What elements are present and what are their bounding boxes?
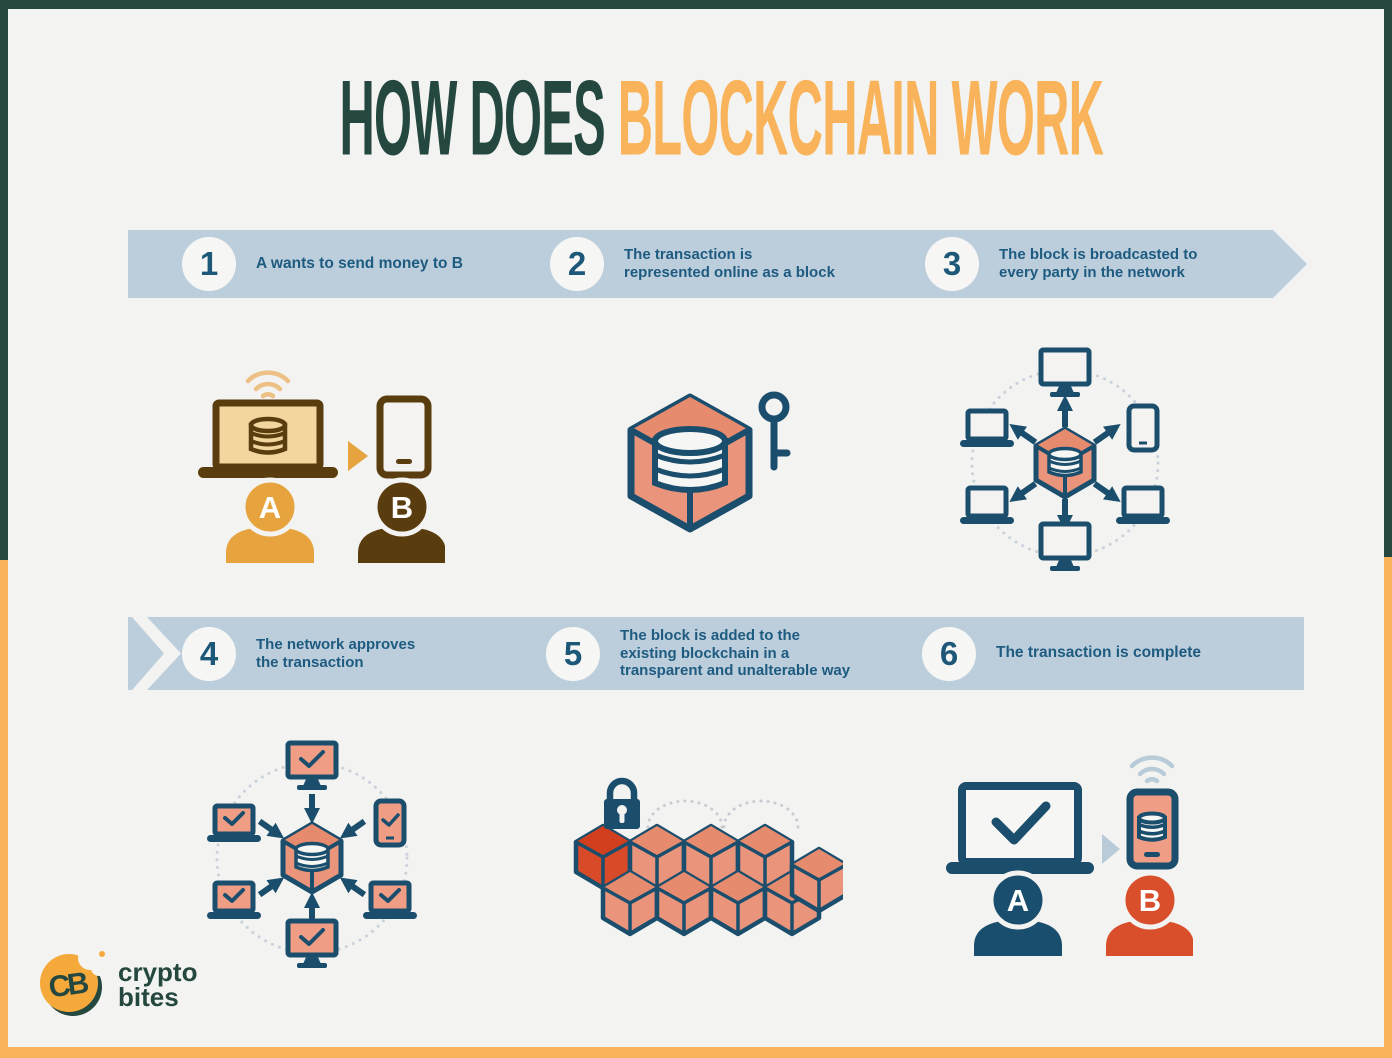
person-b-icon: B (1106, 870, 1193, 956)
frame-bottom-bar (0, 1047, 1392, 1058)
step-6-number: 6 (922, 626, 976, 681)
laptop-check-icon (207, 806, 261, 842)
step-6-banner: 6 The transaction is complete (882, 617, 1304, 690)
block-cube-icon (627, 393, 753, 533)
monitor-check-icon (288, 743, 336, 790)
step-1-number: 1 (182, 237, 236, 291)
laptop-check-icon (946, 782, 1094, 874)
wifi-icon (1129, 755, 1175, 784)
logo-name-line1: crypto (118, 957, 198, 988)
step-2-number: 2 (550, 237, 604, 291)
laptop-icon (960, 488, 1014, 524)
wifi-icon (245, 370, 291, 399)
person-a-label: A (1007, 883, 1029, 918)
steps-row-1: 1 A wants to send money to B 2 The trans… (128, 230, 1264, 298)
monitor-icon (1041, 350, 1089, 397)
step-1-banner: 1 A wants to send money to B (128, 230, 574, 298)
logo-name: crypto bites (118, 957, 198, 1012)
send-arrow-icon (348, 441, 368, 471)
step-5-illustration (558, 765, 843, 965)
frame-top-bar (0, 0, 1392, 9)
steps-row-2: 4 The network approves the transaction 5… (128, 617, 1304, 690)
person-b-icon: B (358, 477, 445, 563)
key-icon (758, 391, 791, 471)
laptop-check-icon (207, 883, 261, 919)
step-3-label: The block is broadcasted to every party … (999, 246, 1198, 281)
person-b-label: B (1139, 883, 1161, 918)
step-2-banner: 2 The transaction is represented online … (503, 230, 946, 298)
step-5-banner: 5 The block is added to the existing blo… (507, 617, 938, 690)
receive-arrow-icon (1102, 834, 1120, 864)
step-3-banner: 3 The block is broadcasted to every part… (882, 230, 1307, 298)
approve-network-icon (207, 743, 417, 968)
laptop-icon (960, 411, 1014, 447)
step-4-number: 4 (182, 627, 236, 681)
person-a-label: A (259, 490, 281, 525)
phone-coins-icon (1126, 788, 1179, 870)
monitor-check-icon (288, 921, 336, 968)
broadcast-network-icon (960, 350, 1170, 571)
step-2-illustration (598, 375, 813, 540)
phone-icon (1129, 406, 1157, 450)
lock-icon (604, 777, 640, 829)
laptop-coins-icon (198, 399, 338, 478)
frame-left-bar (0, 0, 8, 1058)
block-cube-icon (1036, 429, 1094, 497)
step-2-label: The transaction is represented online as… (624, 246, 835, 281)
monitor-icon (1041, 524, 1089, 571)
laptop-check-icon (363, 883, 417, 919)
logo-name-line2: bites (118, 982, 179, 1012)
block-cube-icon (283, 824, 341, 892)
step-6-label: The transaction is complete (996, 644, 1201, 662)
title-highlight-text: BLOCKCHAIN WORK (618, 57, 1104, 177)
laptop-icon (1116, 488, 1170, 524)
step-4-illustration (190, 736, 435, 976)
person-a-icon: A (226, 477, 314, 563)
frame-right-bar (1384, 0, 1392, 1058)
step-3-illustration (945, 343, 1185, 578)
brand-logo: CB crypto bites (38, 950, 197, 1020)
cookie-logo-icon: CB (40, 950, 106, 1016)
phone-icon (376, 395, 432, 479)
person-b-label: B (391, 490, 413, 525)
step-5-number: 5 (546, 627, 600, 681)
logo-initials: CB (47, 966, 91, 1004)
step-3-number: 3 (925, 237, 979, 291)
phone-check-icon (376, 801, 404, 845)
step-1-label: A wants to send money to B (256, 254, 463, 272)
title-normal-text: HOW DOES (339, 57, 619, 177)
step-1-illustration: A B (190, 355, 445, 563)
step-5-label: The block is added to the existing block… (620, 626, 851, 680)
person-a-icon: A (974, 870, 1062, 956)
step-6-illustration: A B (938, 748, 1193, 956)
blockchain-cubes-icon (576, 777, 843, 934)
step-4-banner: 4 The network approves the transaction (128, 617, 578, 690)
step-4-label: The network approves the transaction (256, 635, 416, 671)
page-title: HOW DOES BLOCKCHAIN WORK (0, 52, 1392, 182)
